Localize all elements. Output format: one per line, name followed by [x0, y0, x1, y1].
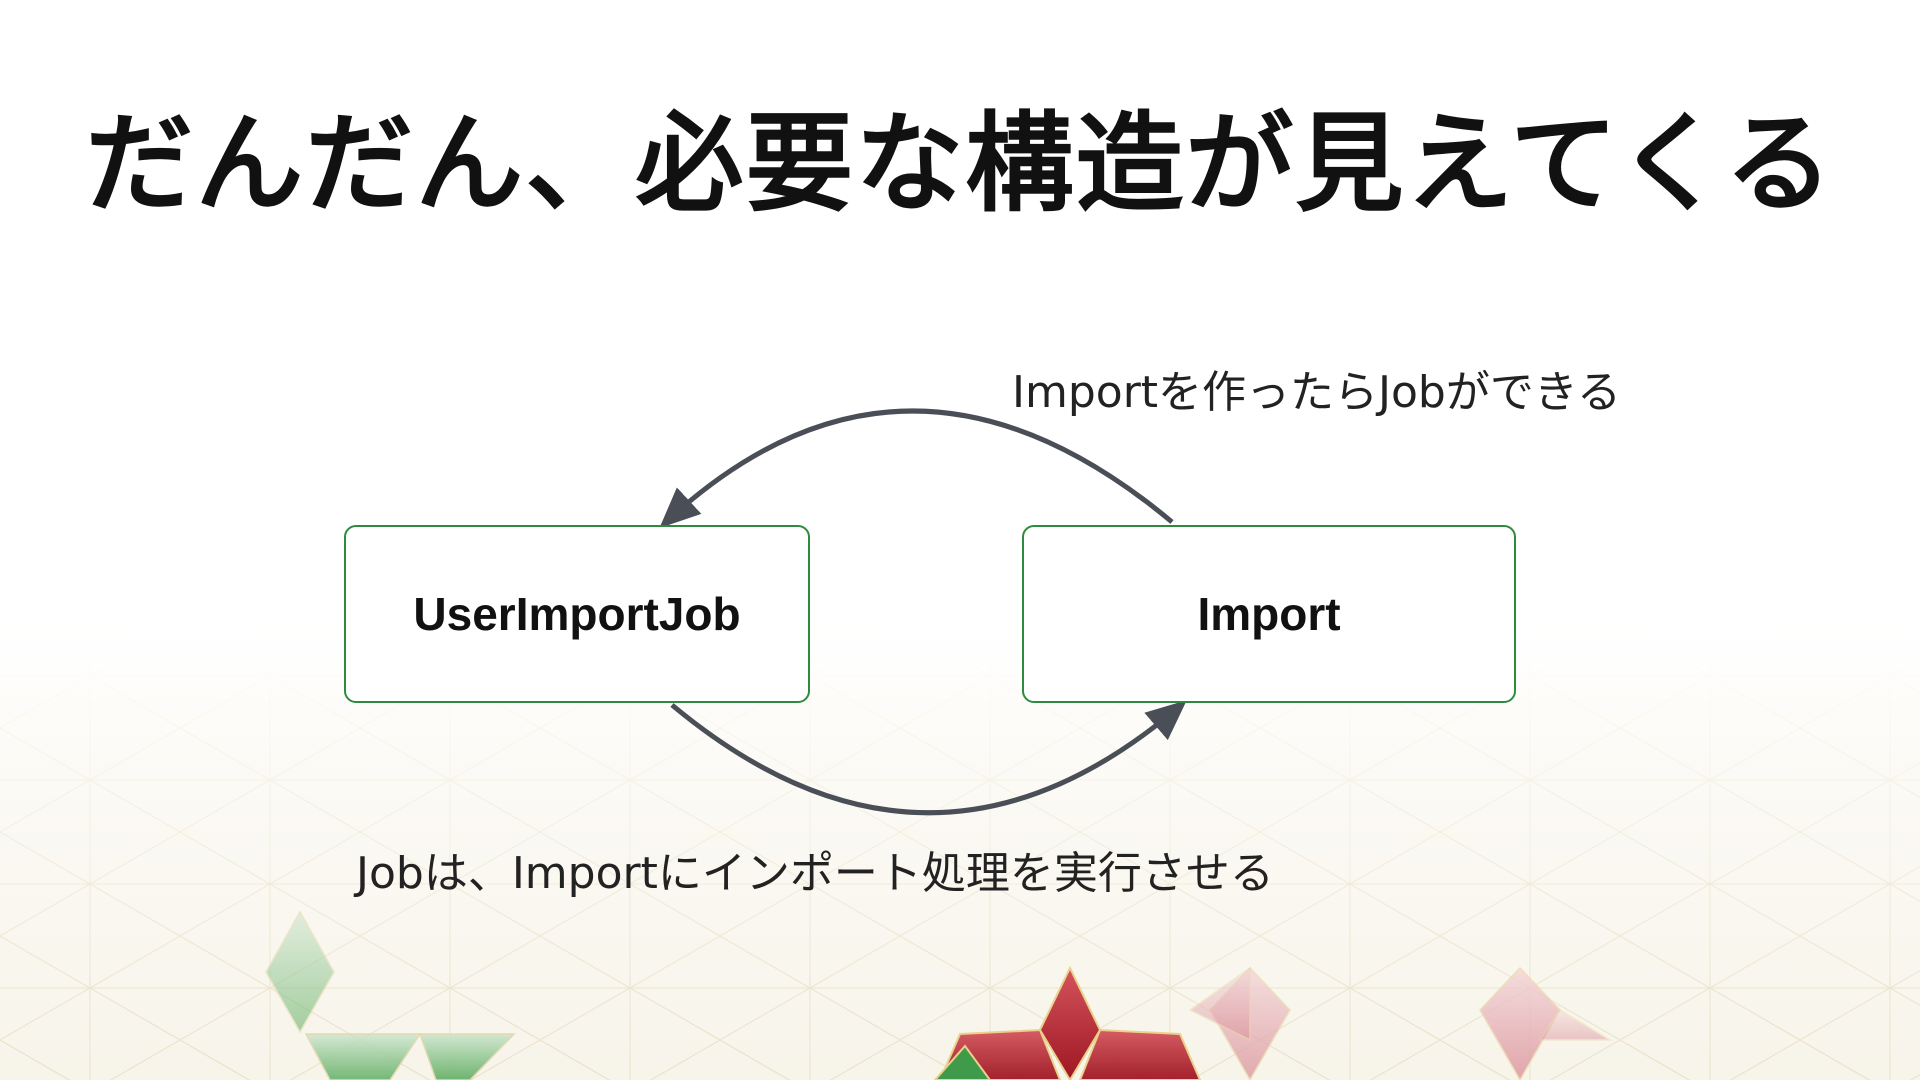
slide-title: だんだん、必要な構造が見えてくる: [85, 102, 1835, 227]
arrow-import-to-job: [659, 408, 1174, 529]
edge-label-import-creates-job: Importを作ったらJobができる: [1012, 367, 1621, 418]
green-petal-decoration: [265, 910, 516, 1080]
arrow-job-to-import: [670, 700, 1187, 816]
node-import: Import: [1022, 525, 1516, 703]
pink-petal-decoration: [1188, 966, 1613, 1080]
node-user-import-job: UserImportJob: [344, 525, 810, 703]
edge-label-job-runs-import: Jobは、Importにインポート処理を実行させる: [356, 848, 1274, 899]
red-petal-decoration: [933, 965, 1202, 1080]
